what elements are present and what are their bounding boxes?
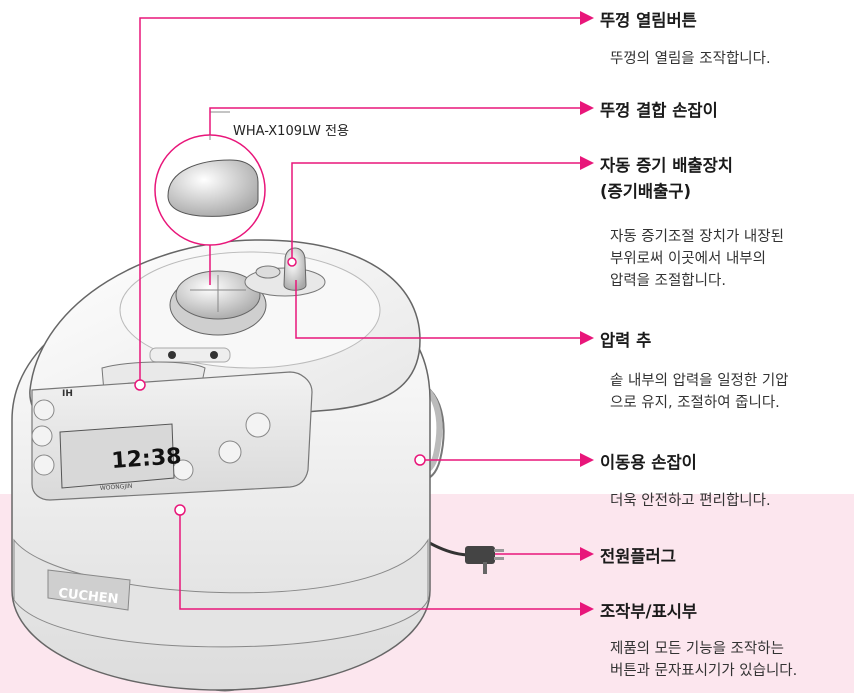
label-lid-open-button: 뚜껑 열림버튼 (600, 11, 697, 30)
lcd-brand-badge: WOONGJIN (100, 483, 133, 492)
lcd-time: 12:38 (111, 444, 183, 474)
power-plug-shape (465, 546, 504, 574)
label-steam-vent: 자동 증기 배출장치 (600, 156, 733, 175)
label-steam-vent-sub: (증기배출구) (600, 182, 691, 201)
brand-logo: CUCHEN (58, 586, 120, 607)
label-lid-handle: 뚜껑 결합 손잡이 (600, 101, 718, 120)
label-power-plug: 전원플러그 (600, 547, 676, 566)
desc-control-panel: 제품의 모든 기능을 조작하는 버튼과 문자표시기가 있습니다. (610, 641, 798, 679)
ih-label: IH (62, 389, 73, 399)
desc-pressure-weight: 솥 내부의 압력을 일정한 기압 으로 유지, 조절하여 줍니다. (610, 373, 789, 411)
desc-lid-open-button: 뚜껑의 열림을 조작합니다. (610, 51, 771, 67)
model-note: WHA-X109LW 전용 (233, 124, 349, 139)
label-carry-handle: 이동용 손잡이 (600, 453, 697, 472)
label-control-panel: 조작부/표시부 (600, 602, 698, 621)
desc-carry-handle: 더욱 안전하고 편리합니다. (610, 493, 771, 509)
label-pressure-weight: 압력 추 (600, 331, 652, 350)
brand-logo-plate: CUCHEN (47, 569, 131, 611)
desc-steam-vent: 자동 증기조절 장치가 내장된 부위로써 이곳에서 내부의 압력을 조절합니다. (610, 229, 784, 289)
